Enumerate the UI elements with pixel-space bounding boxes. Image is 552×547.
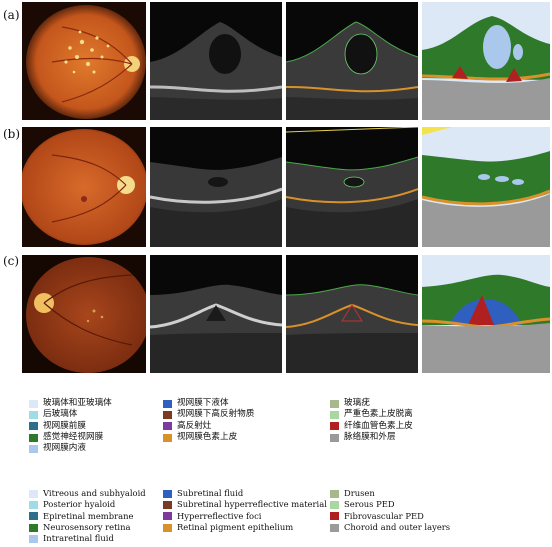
legend-item: Posterior hyaloid: [29, 499, 146, 510]
swatch-fibrovascular-ped: [330, 512, 339, 521]
legend-item: Epiretinal membrane: [29, 511, 146, 522]
legend-item: 高反射灶: [163, 421, 254, 432]
swatch-subretinal-fluid: [163, 399, 172, 408]
legend-item: Subretinal hyperreflective material: [163, 499, 327, 510]
swatch-neurosensory-retina: [29, 523, 38, 532]
legend-en-col1: Vitreous and subhyaloid Posterior hyaloi…: [29, 488, 146, 544]
swatch-subretinal-hyperreflective: [163, 410, 172, 419]
swatch-intraretinal-fluid: [29, 534, 38, 543]
legend-item: 玻璃疣: [330, 398, 413, 409]
legend-item: 视网膜前膜: [29, 421, 112, 432]
swatch-fibrovascular-ped: [330, 422, 339, 431]
swatch-serous-ped: [330, 500, 339, 509]
oct-overlay-c: [286, 255, 418, 373]
segmentation-map-b: [422, 127, 550, 247]
segmentation-map-a: [422, 2, 550, 120]
swatch-intraretinal-fluid: [29, 444, 38, 453]
row-label-c: (c): [3, 254, 20, 268]
legend-zh-col1: 玻璃体和亚玻璃体 后玻璃体 视网膜前膜 感觉神经视网膜 视网膜内液: [29, 398, 112, 454]
swatch-choroid: [330, 523, 339, 532]
legend-item: Intraretinal fluid: [29, 533, 146, 544]
swatch-neurosensory-retina: [29, 433, 38, 442]
legend-item: 视网膜内液: [29, 443, 112, 454]
legend-item: 严重色素上皮脱离: [330, 409, 413, 420]
legend-item: Drusen: [330, 488, 450, 499]
swatch-vitreous: [29, 399, 38, 408]
fundus-image-b: [22, 127, 146, 247]
legend-en-col3: Drusen Serous PED Fibrovascular PED Chor…: [330, 488, 450, 533]
row-label-b: (b): [3, 127, 21, 141]
legend-item: Subretinal fluid: [163, 488, 327, 499]
swatch-choroid: [330, 433, 339, 442]
legend-item: 脉络膜和外层: [330, 432, 413, 443]
fundus-image-a: [22, 2, 146, 120]
legend-zh-col2: 视网膜下液体 视网膜下高反射物质 高反射灶 视网膜色素上皮: [163, 398, 254, 443]
legend-item: Serous PED: [330, 499, 450, 510]
legend-item: 感觉神经视网膜: [29, 432, 112, 443]
swatch-epiretinal-membrane: [29, 512, 38, 521]
legend-en-col2: Subretinal fluid Subretinal hyperreflect…: [163, 488, 327, 533]
swatch-drusen: [330, 489, 339, 498]
legend-item: Retinal pigment epithelium: [163, 522, 327, 533]
legend-item: 玻璃体和亚玻璃体: [29, 398, 112, 409]
legend-item: 视网膜下液体: [163, 398, 254, 409]
legend-item: 后玻璃体: [29, 409, 112, 420]
oct-overlay-b: [286, 127, 418, 247]
legend-item: 视网膜色素上皮: [163, 432, 254, 443]
swatch-drusen: [330, 399, 339, 408]
swatch-hyperreflective-foci: [163, 512, 172, 521]
row-label-a: (a): [3, 8, 20, 22]
swatch-rpe: [163, 433, 172, 442]
swatch-rpe: [163, 523, 172, 532]
oct-bscan-b: [150, 127, 282, 247]
swatch-epiretinal-membrane: [29, 422, 38, 431]
swatch-vitreous: [29, 489, 38, 498]
swatch-subretinal-fluid: [163, 489, 172, 498]
oct-bscan-c: [150, 255, 282, 373]
segmentation-map-c: [422, 255, 550, 373]
swatch-subretinal-hyperreflective: [163, 500, 172, 509]
swatch-posterior-hyaloid: [29, 410, 38, 419]
swatch-serous-ped: [330, 410, 339, 419]
legend-item: Vitreous and subhyaloid: [29, 488, 146, 499]
legend-item: 纤维血管色素上皮: [330, 421, 413, 432]
fundus-image-c: [22, 255, 146, 373]
legend-item: Fibrovascular PED: [330, 511, 450, 522]
oct-overlay-a: [286, 2, 418, 120]
legend-item: 视网膜下高反射物质: [163, 409, 254, 420]
legend-item: Neurosensory retina: [29, 522, 146, 533]
swatch-hyperreflective-foci: [163, 422, 172, 431]
swatch-posterior-hyaloid: [29, 500, 38, 509]
legend-item: Hyperreflective foci: [163, 511, 327, 522]
legend-item: Choroid and outer layers: [330, 522, 450, 533]
legend-zh-col3: 玻璃疣 严重色素上皮脱离 纤维血管色素上皮 脉络膜和外层: [330, 398, 413, 443]
oct-bscan-a: [150, 2, 282, 120]
